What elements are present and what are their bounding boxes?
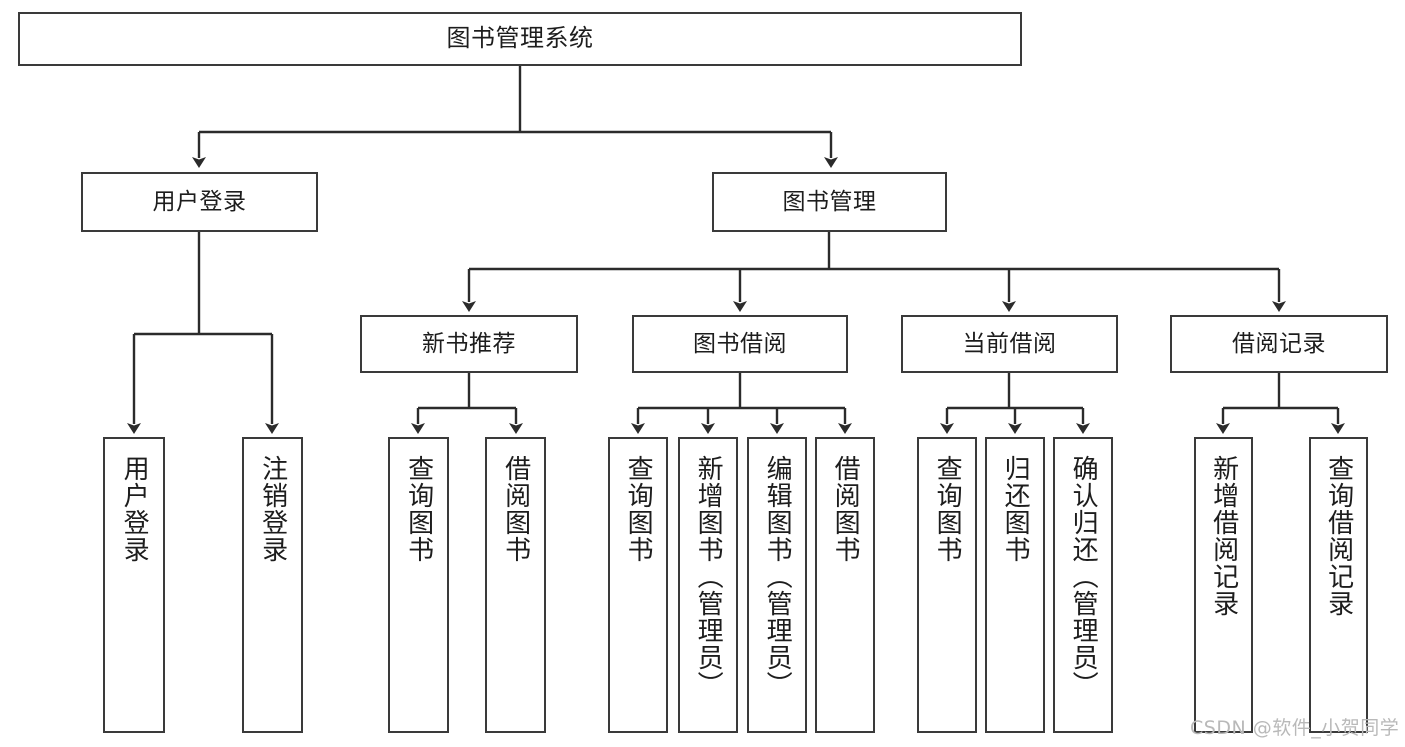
node-leaf-return-books-label: 归还图书	[1000, 455, 1031, 563]
node-leaf-add-book-admin[interactable]: 新增图书（管理员）	[678, 437, 738, 733]
node-book-borrow-label: 图书借阅	[693, 330, 787, 357]
node-user-login-label: 用户登录	[152, 188, 247, 215]
node-leaf-borrow-books-label: 借阅图书	[830, 455, 861, 563]
node-leaf-borrow-books-recommend-label: 借阅图书	[500, 455, 531, 563]
node-book-borrow[interactable]: 图书借阅	[632, 315, 848, 373]
node-leaf-return-books[interactable]: 归还图书	[985, 437, 1045, 733]
node-leaf-add-book-admin-label: 新增图书（管理员）	[693, 455, 724, 698]
node-leaf-query-books-current[interactable]: 查询图书	[917, 437, 977, 733]
node-leaf-user-logout-label: 注销登录	[257, 455, 288, 563]
node-leaf-borrow-books-recommend[interactable]: 借阅图书	[485, 437, 546, 733]
node-leaf-confirm-return-admin-label: 确认归还（管理员）	[1068, 455, 1099, 698]
node-book-management-label: 图书管理	[782, 188, 877, 215]
node-leaf-query-borrow-record-label: 查询借阅记录	[1323, 455, 1354, 617]
node-leaf-edit-book-admin-label: 编辑图书（管理员）	[762, 455, 793, 698]
node-current-borrow[interactable]: 当前借阅	[901, 315, 1118, 373]
node-current-borrow-label: 当前借阅	[962, 330, 1057, 357]
node-root-label: 图书管理系统	[446, 24, 594, 53]
node-leaf-add-borrow-record[interactable]: 新增借阅记录	[1194, 437, 1253, 733]
node-leaf-query-books-borrow-label: 查询图书	[623, 455, 654, 563]
watermark: CSDN @软件_小贺同学	[1190, 717, 1400, 739]
node-leaf-confirm-return-admin[interactable]: 确认归还（管理员）	[1053, 437, 1113, 733]
node-book-management[interactable]: 图书管理	[712, 172, 947, 232]
node-leaf-user-logout[interactable]: 注销登录	[242, 437, 303, 733]
node-leaf-edit-book-admin[interactable]: 编辑图书（管理员）	[747, 437, 807, 733]
node-leaf-query-books-recommend-label: 查询图书	[403, 455, 434, 563]
node-borrow-record-label: 借阅记录	[1232, 330, 1326, 357]
node-new-book-recommend[interactable]: 新书推荐	[360, 315, 578, 373]
node-leaf-borrow-books[interactable]: 借阅图书	[815, 437, 875, 733]
node-leaf-query-borrow-record[interactable]: 查询借阅记录	[1309, 437, 1368, 733]
node-new-book-recommend-label: 新书推荐	[422, 330, 516, 357]
node-leaf-query-books-borrow[interactable]: 查询图书	[608, 437, 668, 733]
node-leaf-query-books-current-label: 查询图书	[932, 455, 963, 563]
node-root[interactable]: 图书管理系统	[18, 12, 1022, 66]
node-borrow-record[interactable]: 借阅记录	[1170, 315, 1388, 373]
node-leaf-user-login[interactable]: 用户登录	[103, 437, 165, 733]
node-leaf-query-books-recommend[interactable]: 查询图书	[388, 437, 449, 733]
node-user-login[interactable]: 用户登录	[81, 172, 318, 232]
node-leaf-user-login-label: 用户登录	[119, 455, 150, 563]
node-leaf-add-borrow-record-label: 新增借阅记录	[1208, 455, 1239, 617]
